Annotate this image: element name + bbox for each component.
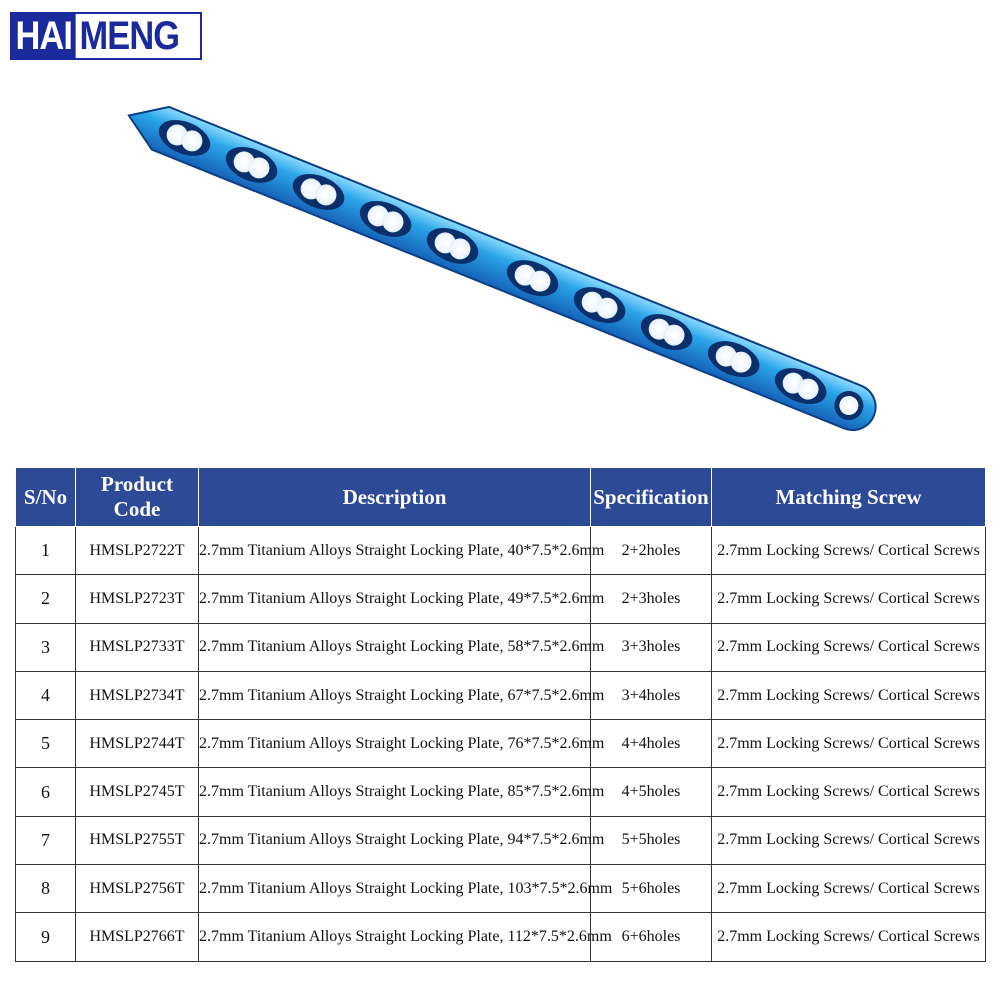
cell-product-code: HMSLP2722T (75, 525, 199, 576)
cell-matching-screw: 2.7mm Locking Screws/ Cortical Screws (711, 767, 986, 817)
plate-end-hole (834, 391, 864, 421)
cell-specification: 2+3holes (590, 574, 712, 624)
cell-product-code: HMSLP2744T (75, 719, 199, 769)
plate-hole (640, 314, 693, 351)
cell-sno: 8 (15, 864, 76, 914)
cell-matching-screw: 2.7mm Locking Screws/ Cortical Screws (711, 525, 986, 576)
brand-logo-part-1: HAI (12, 14, 76, 58)
cell-description: 2.7mm Titanium Alloys Straight Locking P… (198, 864, 612, 914)
plate-body (127, 105, 877, 431)
cell-product-code: HMSLP2756T (75, 864, 199, 914)
header-matching-screw: Matching Screw (711, 467, 986, 527)
cell-description: 2.7mm Titanium Alloys Straight Locking P… (198, 622, 604, 672)
cell-specification: 3+3holes (590, 622, 712, 672)
cell-product-code: HMSLP2723T (75, 574, 199, 624)
header-specification: Specification (590, 467, 712, 527)
header-sno: S/No (15, 467, 76, 527)
cell-description: 2.7mm Titanium Alloys Straight Locking P… (198, 767, 604, 817)
product-spec-table: S/No Product Code Description Specificat… (15, 467, 986, 962)
cell-matching-screw: 2.7mm Locking Screws/ Cortical Screws (711, 912, 986, 962)
cell-specification: 4+5holes (590, 767, 712, 817)
cell-product-code: HMSLP2733T (75, 622, 199, 672)
brand-logo: HAI MENG (10, 12, 202, 60)
cell-sno: 4 (15, 670, 76, 721)
cell-product-code: HMSLP2766T (75, 912, 199, 962)
plate-hole (292, 173, 345, 210)
plate-hole (774, 368, 827, 405)
cell-product-code: HMSLP2734T (75, 670, 199, 721)
cell-sno: 2 (15, 574, 76, 624)
cell-sno: 9 (15, 912, 76, 962)
cell-sno: 6 (15, 767, 76, 817)
header-product-code: Product Code (75, 467, 199, 527)
cell-specification: 5+5holes (590, 815, 712, 866)
cell-specification: 3+4holes (590, 670, 712, 721)
cell-matching-screw: 2.7mm Locking Screws/ Cortical Screws (711, 622, 986, 672)
plate-hole (225, 146, 278, 183)
header-description: Description (198, 467, 591, 527)
cell-specification: 6+6holes (590, 912, 712, 962)
cell-description: 2.7mm Titanium Alloys Straight Locking P… (198, 670, 604, 721)
cell-sno: 1 (15, 525, 76, 576)
cell-specification: 2+2holes (590, 525, 712, 576)
cell-matching-screw: 2.7mm Locking Screws/ Cortical Screws (711, 719, 986, 769)
plate-hole (573, 287, 626, 324)
cell-description: 2.7mm Titanium Alloys Straight Locking P… (198, 815, 604, 866)
cell-sno: 3 (15, 622, 76, 672)
brand-logo-part-2: MENG (75, 14, 183, 58)
cell-product-code: HMSLP2755T (75, 815, 199, 866)
cell-description: 2.7mm Titanium Alloys Straight Locking P… (198, 719, 604, 769)
cell-specification: 5+6holes (590, 864, 712, 914)
plate-hole (359, 200, 412, 237)
plate-hole (506, 260, 559, 297)
cell-description: 2.7mm Titanium Alloys Straight Locking P… (198, 574, 604, 624)
cell-description: 2.7mm Titanium Alloys Straight Locking P… (198, 912, 612, 962)
cell-specification: 4+4holes (590, 719, 712, 769)
cell-matching-screw: 2.7mm Locking Screws/ Cortical Screws (711, 864, 986, 914)
cell-matching-screw: 2.7mm Locking Screws/ Cortical Screws (711, 670, 986, 721)
table-header-row: S/No Product Code Description Specificat… (15, 467, 986, 527)
plate-hole (426, 227, 479, 264)
cell-sno: 7 (15, 815, 76, 866)
plate-hole (707, 341, 760, 378)
cell-sno: 5 (15, 719, 76, 769)
straight-locking-plate-icon (127, 105, 877, 431)
cell-matching-screw: 2.7mm Locking Screws/ Cortical Screws (711, 815, 986, 866)
cell-matching-screw: 2.7mm Locking Screws/ Cortical Screws (711, 574, 986, 624)
plate-hole (158, 119, 211, 156)
cell-product-code: HMSLP2745T (75, 767, 199, 817)
cell-description: 2.7mm Titanium Alloys Straight Locking P… (198, 525, 604, 576)
